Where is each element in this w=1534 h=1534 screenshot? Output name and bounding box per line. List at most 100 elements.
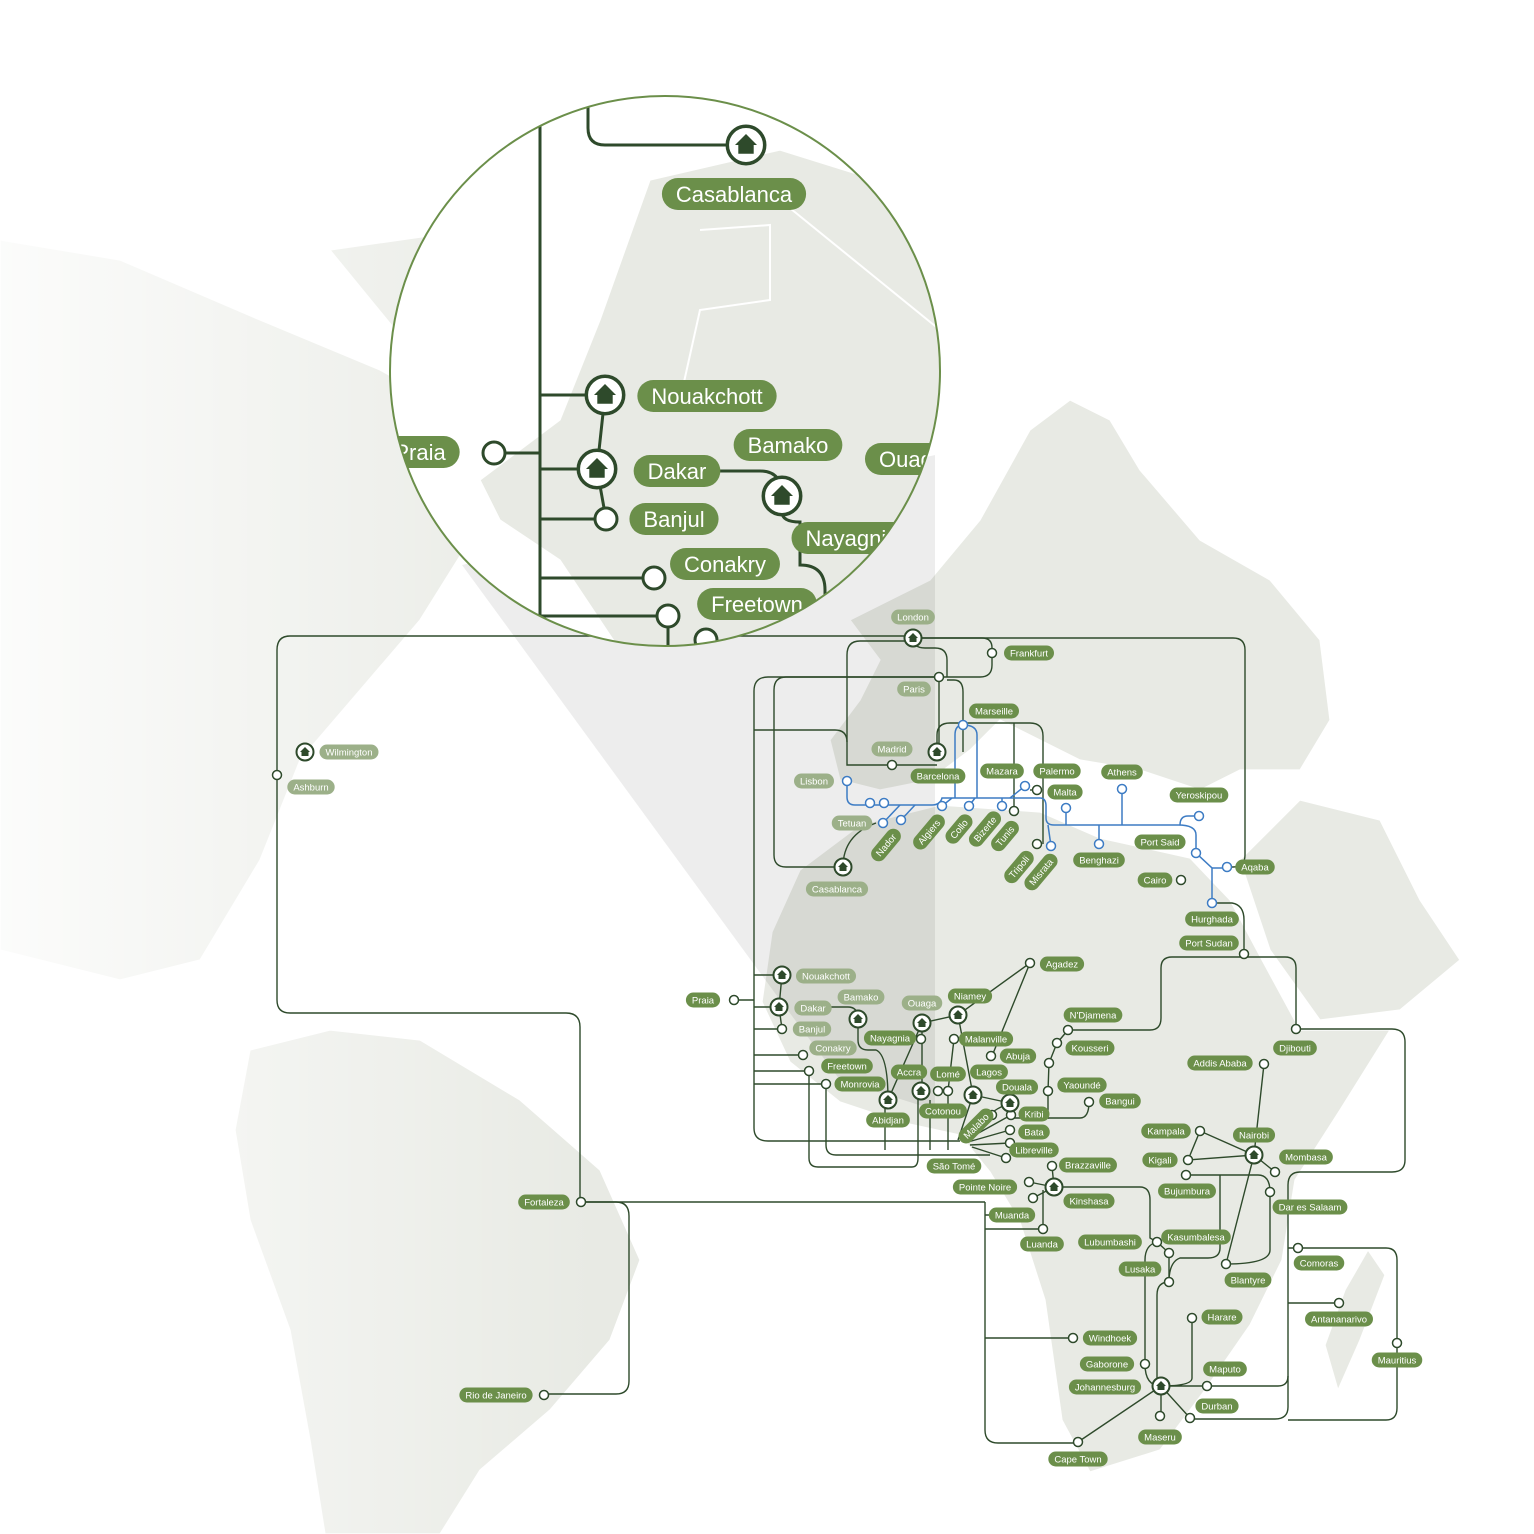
city-label[interactable]: Palermo [1033, 763, 1081, 779]
subsea-landing-node[interactable] [996, 800, 1008, 812]
hub-node[interactable] [1244, 1145, 1264, 1165]
station-node[interactable] [942, 1085, 954, 1097]
city-label[interactable]: Yaoundé [1057, 1077, 1107, 1093]
city-label[interactable]: Lubumbashi [1078, 1234, 1142, 1250]
hub-node[interactable] [927, 742, 947, 762]
station-node[interactable] [575, 1196, 587, 1208]
station-node[interactable] [1258, 1058, 1270, 1070]
city-label[interactable]: Mazara [980, 763, 1024, 779]
city-label[interactable]: Banjul [792, 1021, 832, 1037]
city-label[interactable]: Mombasa [1279, 1149, 1333, 1165]
city-label[interactable]: São Tomé [926, 1158, 982, 1174]
city-label[interactable]: Maseru [1138, 1429, 1182, 1445]
city-label[interactable]: N'Djamena [1063, 1007, 1123, 1023]
hub-node[interactable] [878, 1090, 898, 1110]
city-label[interactable]: Malanville [958, 1031, 1014, 1047]
station-node[interactable] [1031, 784, 1043, 796]
station-node[interactable] [271, 769, 283, 781]
city-label[interactable]: Cape Town [1048, 1451, 1108, 1467]
subsea-landing-node[interactable] [878, 797, 890, 809]
city-label[interactable]: Lomé [930, 1066, 966, 1082]
city-label[interactable]: Tetuan [831, 815, 873, 831]
city-label[interactable]: Malta [1047, 784, 1083, 800]
station-node[interactable] [1042, 1085, 1054, 1097]
station-node[interactable] [1037, 1223, 1049, 1235]
city-label[interactable]: Conakry [809, 1040, 857, 1056]
city-label[interactable]: Kampala [1141, 1123, 1191, 1139]
inset-city-label[interactable]: Conakry [670, 548, 780, 580]
city-label[interactable]: Kigali [1142, 1152, 1178, 1168]
station-node[interactable] [986, 647, 998, 659]
inset-city-label[interactable]: Dakar [633, 455, 721, 487]
hub-node[interactable] [772, 965, 792, 985]
hub-node[interactable] [761, 475, 803, 517]
city-label[interactable]: Cotonou [919, 1103, 967, 1119]
city-label[interactable]: Paris [897, 681, 931, 697]
city-label[interactable]: Maputo [1203, 1361, 1247, 1377]
subsea-landing-node[interactable] [957, 719, 969, 731]
subsea-landing-node[interactable] [841, 775, 853, 787]
city-label[interactable]: Hurghada [1185, 911, 1239, 927]
station-node[interactable] [803, 1065, 815, 1077]
station-node[interactable] [1333, 1297, 1345, 1309]
station-node[interactable] [1180, 1169, 1192, 1181]
station-node[interactable] [1186, 1312, 1198, 1324]
station-node[interactable] [1000, 1152, 1012, 1164]
inset-city-label[interactable]: Freetown [697, 588, 817, 620]
city-label[interactable]: Benghazi [1073, 852, 1125, 868]
station-node[interactable] [1175, 874, 1187, 886]
station-node[interactable] [820, 1078, 832, 1090]
station-node[interactable] [481, 440, 507, 466]
subsea-landing-node[interactable] [1019, 780, 1031, 792]
station-node[interactable] [1391, 1337, 1403, 1349]
station-node[interactable] [1220, 1258, 1232, 1270]
hub-node[interactable] [833, 857, 853, 877]
city-label[interactable]: Marseille [968, 703, 1020, 719]
city-label[interactable]: Harare [1201, 1309, 1243, 1325]
inset-city-label[interactable]: Bamako [733, 429, 843, 461]
city-label[interactable]: Athens [1101, 764, 1143, 780]
subsea-landing-node[interactable] [1116, 783, 1128, 795]
station-node[interactable] [1151, 1236, 1163, 1248]
city-label[interactable]: Freetown [821, 1058, 873, 1074]
city-label[interactable]: Casablanca [805, 881, 869, 897]
city-label[interactable]: Kousseri [1065, 1040, 1115, 1056]
subsea-landing-node[interactable] [1190, 847, 1202, 859]
station-node[interactable] [1269, 1166, 1281, 1178]
inset-city-label[interactable]: Nouakchott [637, 380, 777, 412]
station-node[interactable] [538, 1389, 550, 1401]
city-label[interactable]: Port Said [1134, 834, 1186, 850]
city-label[interactable]: Nairobi [1232, 1127, 1276, 1143]
city-label[interactable]: Douala [995, 1079, 1039, 1095]
city-label[interactable]: Windhoek [1082, 1330, 1138, 1346]
city-label[interactable]: Nouakchott [795, 968, 857, 984]
station-node[interactable] [1163, 1247, 1175, 1259]
hub-node[interactable] [1044, 1177, 1064, 1197]
city-label[interactable]: Agadez [1039, 956, 1085, 972]
station-node[interactable] [1072, 1436, 1084, 1448]
city-label[interactable]: Antananarivo [1305, 1311, 1373, 1327]
city-label[interactable]: London [891, 609, 935, 625]
inset-city-label[interactable]: Banjul [629, 503, 719, 535]
city-label[interactable]: Bamako [837, 989, 885, 1005]
station-node[interactable] [985, 1050, 997, 1062]
city-label[interactable]: Frankfurt [1003, 645, 1055, 661]
station-node[interactable] [728, 994, 740, 1006]
city-label[interactable]: Pointe Noire [952, 1179, 1018, 1195]
subsea-landing-node[interactable] [1221, 861, 1233, 873]
city-label[interactable]: Niamey [947, 988, 993, 1004]
hub-node[interactable] [576, 448, 618, 490]
city-label[interactable]: Wilmington [319, 744, 379, 760]
city-label[interactable]: Yeroskipou [1169, 787, 1229, 803]
city-label[interactable]: Fortaleza [518, 1194, 570, 1210]
station-node[interactable] [1008, 805, 1020, 817]
city-label[interactable]: Praia [685, 992, 721, 1008]
station-node[interactable] [641, 565, 667, 591]
hub-node[interactable] [912, 1013, 932, 1033]
city-label[interactable]: Madrid [871, 741, 913, 757]
station-node[interactable] [797, 1049, 809, 1061]
subsea-landing-node[interactable] [1045, 840, 1057, 852]
hub-node[interactable] [725, 124, 767, 166]
city-label[interactable]: Aqaba [1235, 859, 1275, 875]
inset-city-label[interactable]: Casablanca [661, 178, 807, 210]
